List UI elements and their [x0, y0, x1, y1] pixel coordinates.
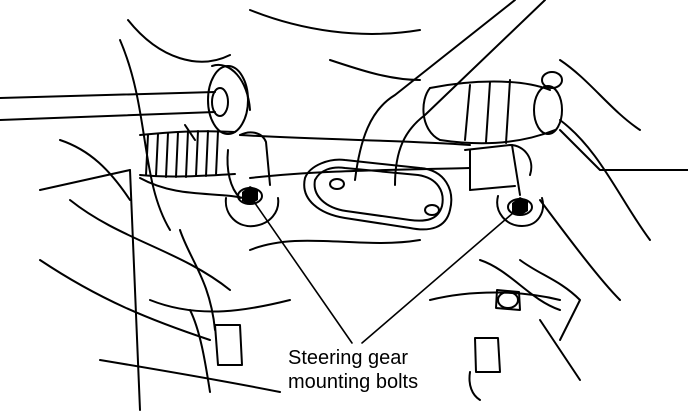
rack-boot: [139, 130, 236, 178]
left-subframe: [39, 169, 251, 411]
callout-line-1: Steering gear: [288, 347, 409, 369]
leader-line-right-bolt: [361, 206, 521, 344]
steering-gear-housing: [239, 71, 563, 179]
leader-line-left-bolt: [249, 195, 353, 344]
pipe-and-flange: [303, 0, 546, 231]
tie-rod: [0, 91, 216, 121]
right-mounting-clamp: [464, 144, 544, 227]
right-lower-bracket: [495, 129, 688, 381]
mounting-bolts: [242, 186, 528, 216]
callout-label: Steering gear mounting bolts: [285, 346, 422, 394]
right-mounting-bolt-icon: [512, 197, 528, 216]
lower-right-bracket: [468, 337, 501, 401]
callout-line-2: mounting bolts: [288, 371, 419, 393]
callout-leader-lines: [249, 195, 521, 344]
left-mounting-clamp: [224, 131, 280, 228]
chassis-contours: [39, 9, 651, 393]
left-bushing: [184, 63, 251, 141]
lower-left-bracket: [189, 309, 243, 393]
left-mounting-bolt-icon: [242, 186, 258, 205]
